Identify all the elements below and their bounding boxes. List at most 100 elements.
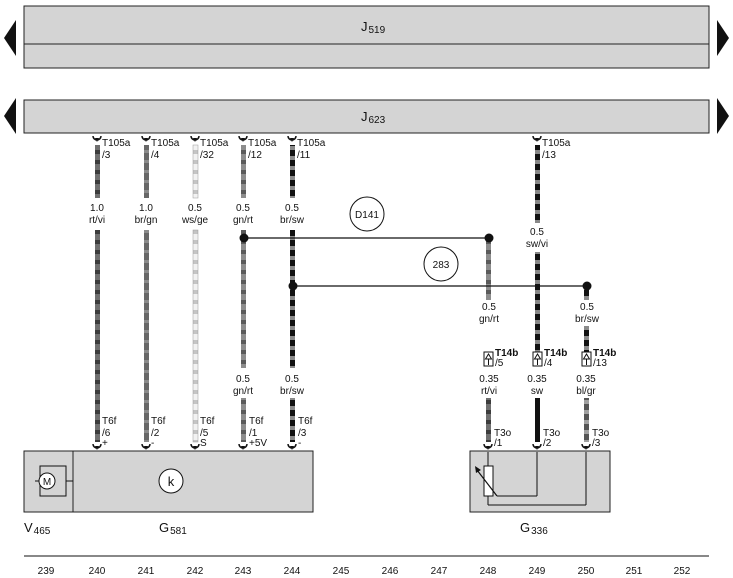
- svg-text:244: 244: [284, 566, 301, 577]
- svg-text:gn/rt: gn/rt: [233, 215, 253, 226]
- svg-text:T105a: T105a: [151, 138, 180, 149]
- svg-text:243: 243: [235, 566, 252, 577]
- svg-text:+: +: [102, 438, 108, 449]
- t14b-connectors: T14b/5 T14b/4 T14b/13: [483, 348, 616, 369]
- svg-text:239: 239: [38, 566, 55, 577]
- svg-text:/4: /4: [544, 358, 553, 369]
- splice-lines: [239, 233, 592, 291]
- svg-text:T105a: T105a: [542, 138, 571, 149]
- component-g581-box: M k: [23, 450, 314, 513]
- sensor-icon: k: [158, 468, 184, 494]
- svg-text:k: k: [168, 474, 175, 489]
- track-ruler: 239 240 241 242 243 244 245 246 247 248 …: [24, 555, 709, 577]
- svg-text:/11: /11: [297, 150, 311, 161]
- svg-text:/5: /5: [200, 428, 209, 439]
- motor-icon: M: [35, 465, 73, 497]
- svg-text:gn/rt: gn/rt: [479, 314, 499, 325]
- svg-text:-: -: [151, 438, 154, 449]
- svg-text:T3o: T3o: [494, 428, 512, 439]
- svg-text:1.0: 1.0: [139, 203, 153, 214]
- svg-text:bl/gr: bl/gr: [576, 386, 596, 397]
- svg-text:246: 246: [382, 566, 399, 577]
- svg-text:/12: /12: [248, 150, 262, 161]
- svg-text:0.5: 0.5: [236, 374, 250, 385]
- svg-text:T6f: T6f: [298, 416, 313, 427]
- upper-wire-segments: [95, 144, 540, 223]
- svg-text:T6f: T6f: [102, 416, 117, 427]
- arrow-left-icon: [4, 20, 16, 56]
- svg-text:/2: /2: [543, 438, 552, 449]
- module-j519-label: J519: [361, 19, 386, 36]
- svg-text:sw/vi: sw/vi: [526, 239, 548, 250]
- splice-283: 283: [423, 246, 459, 282]
- connector-labels-top: T105a/3 T105a/4 T105a/32 T105a/12 T105a/…: [102, 138, 571, 161]
- svg-text:br/sw: br/sw: [575, 314, 600, 325]
- connector-symbols-top: [92, 135, 542, 142]
- svg-text:T105a: T105a: [200, 138, 229, 149]
- svg-text:G336: G336: [520, 520, 548, 537]
- upper-wire-labels: 1.0rt/vi 1.0br/gn 0.5ws/ge 0.5gn/rt 0.5b…: [89, 203, 548, 250]
- svg-text:0.35: 0.35: [527, 374, 547, 385]
- svg-text:br/gn: br/gn: [135, 215, 158, 226]
- svg-text:T3o: T3o: [592, 428, 610, 439]
- svg-text:/5: /5: [495, 358, 504, 369]
- svg-text:/13: /13: [542, 150, 556, 161]
- potentiometer-icon: [475, 452, 587, 506]
- connector-symbols-bottom: [92, 443, 591, 450]
- svg-text:/1: /1: [494, 438, 503, 449]
- svg-text:T14b: T14b: [544, 348, 567, 359]
- arrow-left-icon: [4, 98, 16, 134]
- svg-text:M: M: [43, 477, 51, 488]
- svg-text:283: 283: [433, 260, 450, 271]
- svg-text:+5V: +5V: [249, 438, 267, 449]
- svg-text:0.5: 0.5: [482, 302, 496, 313]
- lower-wire-segments: [95, 229, 589, 443]
- svg-text:245: 245: [333, 566, 350, 577]
- svg-text:rt/vi: rt/vi: [89, 215, 105, 226]
- svg-text:T14b: T14b: [593, 348, 616, 359]
- svg-text:T14b: T14b: [495, 348, 518, 359]
- svg-text:T6f: T6f: [151, 416, 166, 427]
- svg-text:251: 251: [626, 566, 643, 577]
- svg-text:240: 240: [89, 566, 106, 577]
- svg-text:/32: /32: [200, 150, 214, 161]
- svg-text:T105a: T105a: [102, 138, 131, 149]
- svg-text:/4: /4: [151, 150, 160, 161]
- svg-text:0.35: 0.35: [479, 374, 499, 385]
- arrow-right-icon: [717, 98, 729, 134]
- svg-text:V465: V465: [24, 520, 51, 537]
- svg-text:sw: sw: [531, 386, 544, 397]
- svg-text:T105a: T105a: [297, 138, 326, 149]
- bottom-pin-labels: T6f/6 T6f/2 T6f/5 T6f/1 T6f/3 T3o/1 T3o/…: [102, 416, 610, 449]
- svg-text:/13: /13: [593, 358, 607, 369]
- svg-text:br/sw: br/sw: [280, 215, 305, 226]
- svg-text:0.5: 0.5: [530, 227, 544, 238]
- svg-text:247: 247: [431, 566, 448, 577]
- branch-wire-labels: 0.5gn/rt 0.5br/sw: [479, 302, 600, 325]
- svg-text:S: S: [200, 438, 207, 449]
- svg-text:0.5: 0.5: [580, 302, 594, 313]
- svg-text:250: 250: [578, 566, 595, 577]
- svg-text:-: -: [298, 438, 301, 449]
- svg-text:G581: G581: [159, 520, 187, 537]
- svg-text:T105a: T105a: [248, 138, 277, 149]
- component-g336-box: [469, 450, 611, 513]
- svg-text:0.5: 0.5: [285, 374, 299, 385]
- svg-text:ws/ge: ws/ge: [181, 215, 209, 226]
- svg-text:br/sw: br/sw: [280, 386, 305, 397]
- svg-text:0.35: 0.35: [576, 374, 596, 385]
- svg-text:242: 242: [187, 566, 204, 577]
- svg-text:T6f: T6f: [249, 416, 264, 427]
- svg-text:T6f: T6f: [200, 416, 215, 427]
- svg-text:241: 241: [138, 566, 155, 577]
- svg-text:gn/rt: gn/rt: [233, 386, 253, 397]
- svg-text:0.5: 0.5: [236, 203, 250, 214]
- svg-text:/3: /3: [592, 438, 601, 449]
- svg-text:0.5: 0.5: [188, 203, 202, 214]
- svg-text:/6: /6: [102, 428, 111, 439]
- component-labels: V465 G581 G336: [24, 520, 548, 537]
- svg-text:/1: /1: [249, 428, 258, 439]
- svg-text:252: 252: [674, 566, 691, 577]
